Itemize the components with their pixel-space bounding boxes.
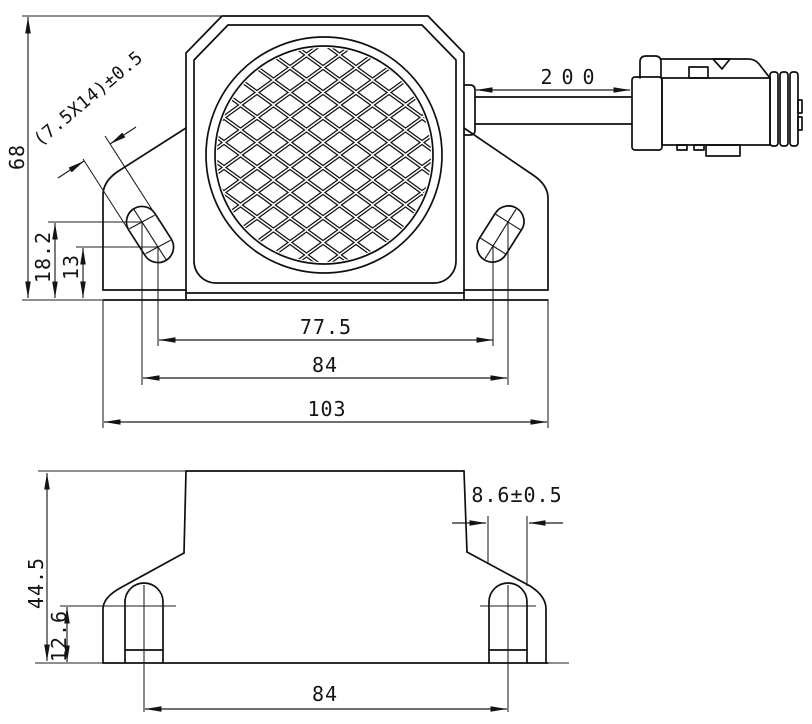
grille-lattice-pattern (217, 48, 431, 262)
cable-grommet (463, 84, 476, 136)
connector-seal-rib-1 (769, 71, 779, 147)
connector-latch-detail (688, 66, 709, 79)
dim-hole-upper-offset: 18.2 (31, 231, 55, 283)
connector-tip-contact-2 (797, 116, 803, 131)
mounting-slot-right (476, 205, 525, 263)
side-view: 44.5 12.6 8.6±0.5 84 (24, 470, 569, 712)
mounting-bracket-right (463, 127, 549, 291)
side-housing-outline (183, 470, 468, 554)
connector-bottom-foot-2 (693, 144, 705, 151)
connector-rear-block (631, 76, 663, 151)
connector-bottom-foot-1 (676, 144, 688, 151)
side-bracket-right (466, 551, 547, 664)
connector-tip-contact-1 (797, 99, 803, 114)
side-view-extension-lines (35, 470, 569, 712)
dim-cable-length: 200 (540, 65, 603, 89)
connector (631, 55, 803, 157)
dim-side-height: 44.5 (24, 557, 48, 609)
alarm-housing-outline (185, 15, 465, 301)
connector-bottom-tab (705, 144, 741, 157)
dim-hole-lower-offset: 13 (59, 254, 83, 280)
front-view-extension-lines (22, 15, 549, 428)
dim-side-hole-center-height: 12.6 (47, 610, 71, 662)
speaker-grille (205, 36, 443, 274)
dim-overall-height: 68 (5, 144, 29, 170)
front-view-dimension-lines (25, 17, 630, 425)
front-view: 68 18.2 13 (7.5X14)±0.5 200 77.5 84 103 (5, 15, 803, 428)
dim-overall-width: 103 (307, 397, 346, 421)
connector-latch-notch (712, 58, 731, 70)
connector-latch-arm (660, 58, 771, 79)
dim-side-hole-spacing: 84 (312, 682, 338, 706)
side-arch-hole-right (488, 582, 528, 664)
side-arch-hole-left (124, 582, 164, 664)
connector-seal-rib-2 (779, 71, 789, 147)
dim-hole-spacing: 84 (312, 353, 338, 377)
mounting-slot-left (125, 205, 175, 264)
dim-inner-hole-width: 77.5 (300, 315, 352, 339)
connector-seal-rib-3 (789, 71, 799, 147)
dim-side-bracket-slot-width: 8.6±0.5 (471, 483, 562, 507)
dim-slot-size: (7.5X14)±0.5 (30, 47, 148, 151)
connector-latch-tab (639, 55, 662, 79)
mounting-bracket-left (102, 127, 187, 291)
base-plate (102, 289, 549, 301)
cable (474, 96, 633, 125)
side-view-dimension-lines (44, 473, 563, 712)
connector-body (661, 77, 771, 146)
